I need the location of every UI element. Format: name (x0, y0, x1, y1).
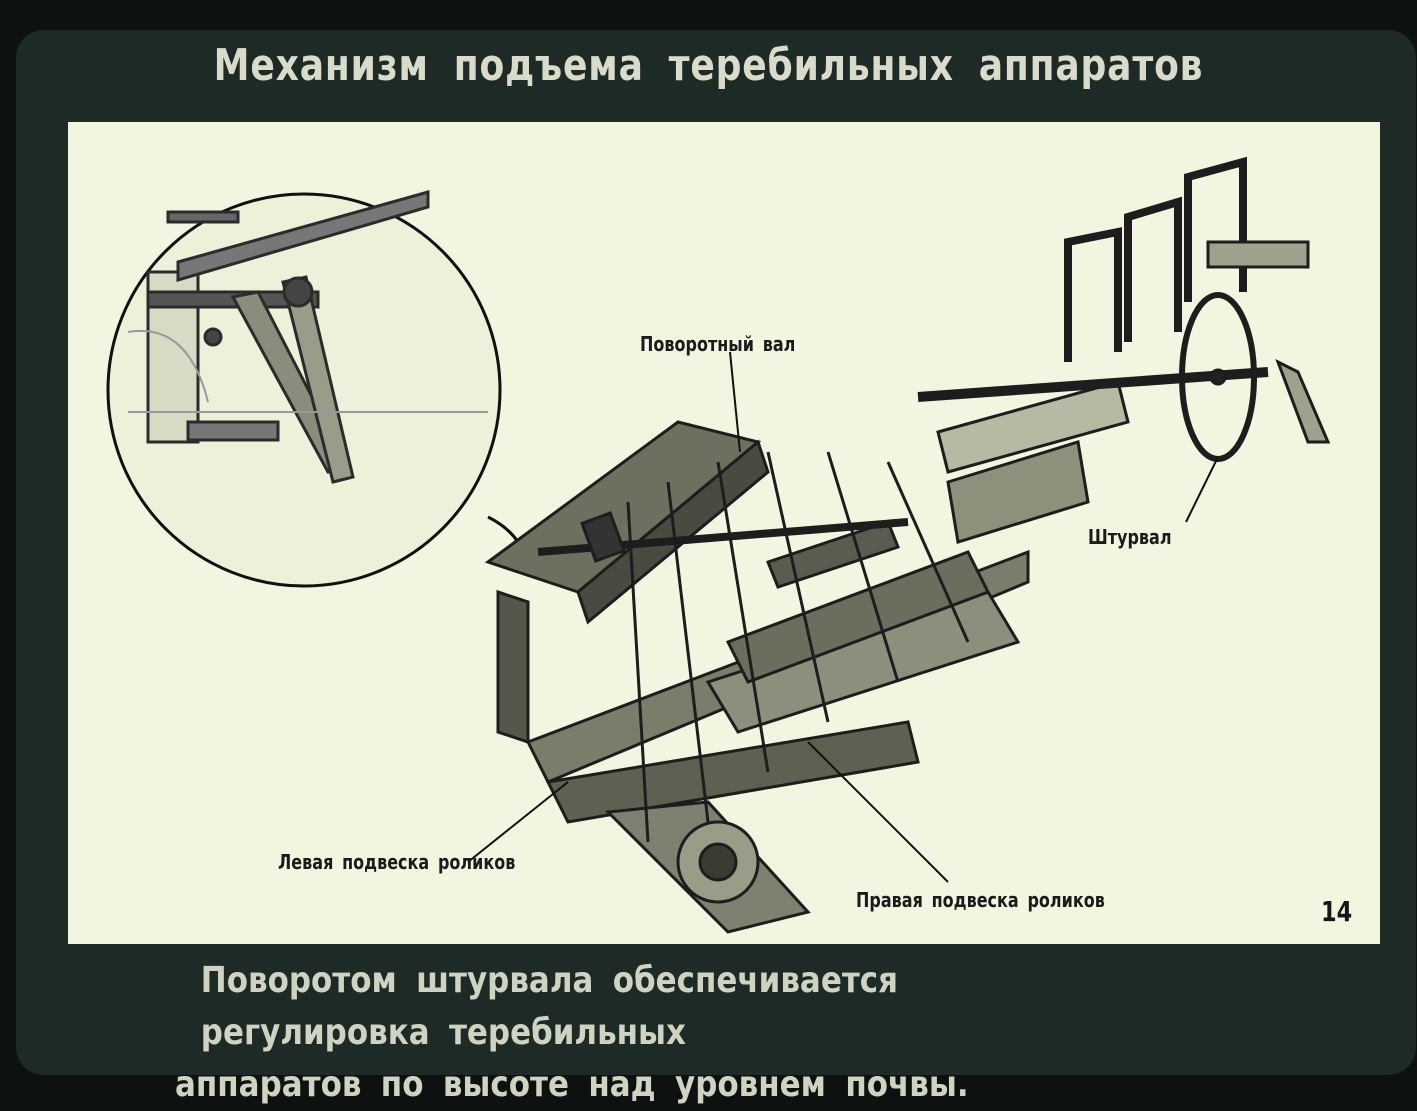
diagram-panel: Поворотный вал Штурвал Левая подвеска ро… (68, 122, 1380, 944)
leader-lines (467, 351, 1219, 883)
slide-caption: Поворотом штурвала обеспечивается регули… (175, 955, 1130, 1111)
mechanism-illustration (106, 156, 1331, 934)
filmstrip-slide: Механизм подъема теребильных аппаратов (16, 30, 1416, 1105)
label-left-roller-suspension: Левая подвеска роликов (278, 850, 516, 874)
label-right-roller-suspension: Правая подвеска роликов (856, 888, 1105, 912)
label-steering-wheel: Штурвал (1088, 525, 1172, 549)
caption-line-1: Поворотом штурвала обеспечивается регули… (200, 960, 899, 1053)
caption-line-2: аппаратов по высоте над уровнем почвы. (175, 1064, 969, 1105)
machine-frame (484, 420, 1030, 934)
slide-title: Механизм подъема теребильных аппаратов (213, 40, 1204, 91)
label-rotary-shaft: Поворотный вал (640, 332, 796, 356)
detail-inset (106, 190, 520, 588)
steering-assembly (917, 156, 1331, 544)
slide-number: 14 (1321, 895, 1353, 928)
